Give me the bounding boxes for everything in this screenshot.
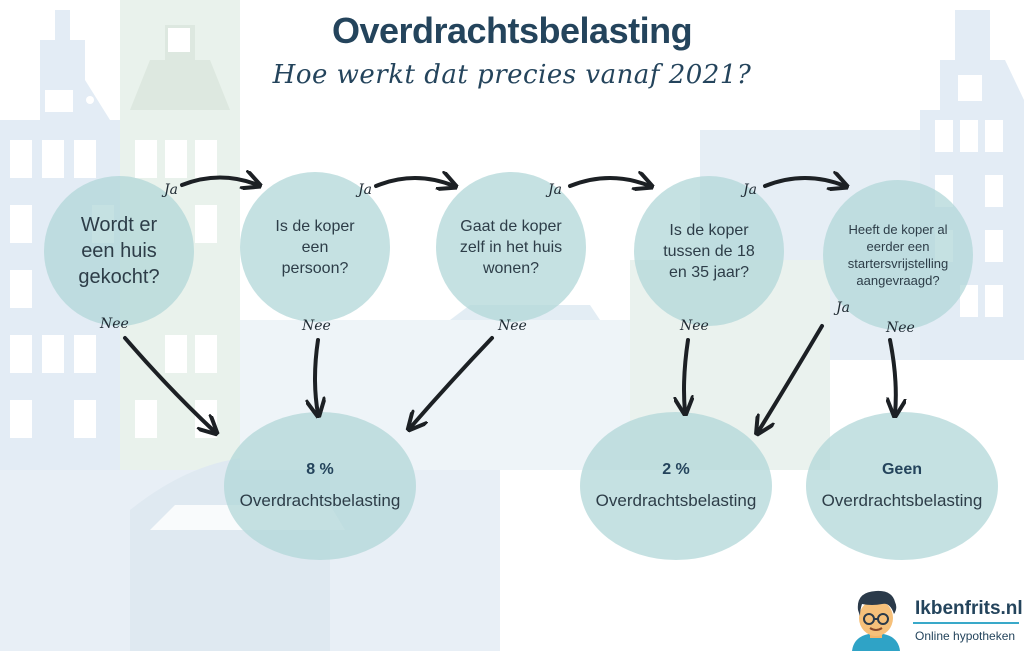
question-text: Heeft de koper al eerder een startersvri… xyxy=(847,222,949,288)
result-value: 2 % xyxy=(662,461,690,478)
question-node-buyer-lives-in-house: Gaat de koper zelf in het huis wonen? xyxy=(436,172,586,322)
edge-label-no: Nee xyxy=(100,316,129,332)
brand-tagline: Online hypotheken xyxy=(915,629,1016,643)
result-value: 8 % xyxy=(306,461,334,478)
question-node-starters-exemption: Heeft de koper al eerder een startersvri… xyxy=(823,180,973,330)
question-text: Wordt er een huis gekocht? xyxy=(78,214,160,288)
edge-label-no: Nee xyxy=(302,318,331,334)
result-label: Overdrachtsbelasting xyxy=(239,491,401,510)
question-text: Is de koper tussen de 18 en 35 jaar? xyxy=(663,221,755,281)
brand-name: Ikbenfrits.nl xyxy=(915,598,1023,619)
result-node-8-percent: 8 % Overdrachtsbelasting xyxy=(224,412,416,560)
question-text: Gaat de koper zelf in het huis wonen? xyxy=(459,217,563,277)
question-node-buyer-person: Is de koper een persoon? xyxy=(240,172,390,322)
edge-label-no: Nee xyxy=(680,318,709,334)
result-label: Overdrachtsbelasting xyxy=(821,491,983,510)
result-node-geen: Geen Overdrachtsbelasting xyxy=(806,412,998,560)
result-node-2-percent: 2 % Overdrachtsbelasting xyxy=(580,412,772,560)
edge-label-yes: Ja xyxy=(358,182,372,198)
brand-underline xyxy=(913,622,1019,624)
mascot-avatar-icon xyxy=(852,590,900,651)
result-value: Geen xyxy=(881,461,922,478)
edge-label-yes: Ja xyxy=(548,182,562,198)
edge-label-yes: Ja xyxy=(743,182,757,198)
edge-label-no: Nee xyxy=(886,320,915,336)
question-node-house-bought: Wordt er een huis gekocht? xyxy=(44,176,194,326)
edge-label-no: Nee xyxy=(498,318,527,334)
question-text: Is de koper een persoon? xyxy=(275,217,355,277)
edge-label-yes: Ja xyxy=(164,182,178,198)
question-node-buyer-age: Is de koper tussen de 18 en 35 jaar? xyxy=(634,176,784,326)
result-label: Overdrachtsbelasting xyxy=(595,491,757,510)
edge-label-yes: Ja xyxy=(836,300,850,316)
page-subtitle: Hoe werkt dat precies vanaf 2021? xyxy=(272,60,752,90)
page-title: Overdrachtsbelasting xyxy=(331,10,693,51)
